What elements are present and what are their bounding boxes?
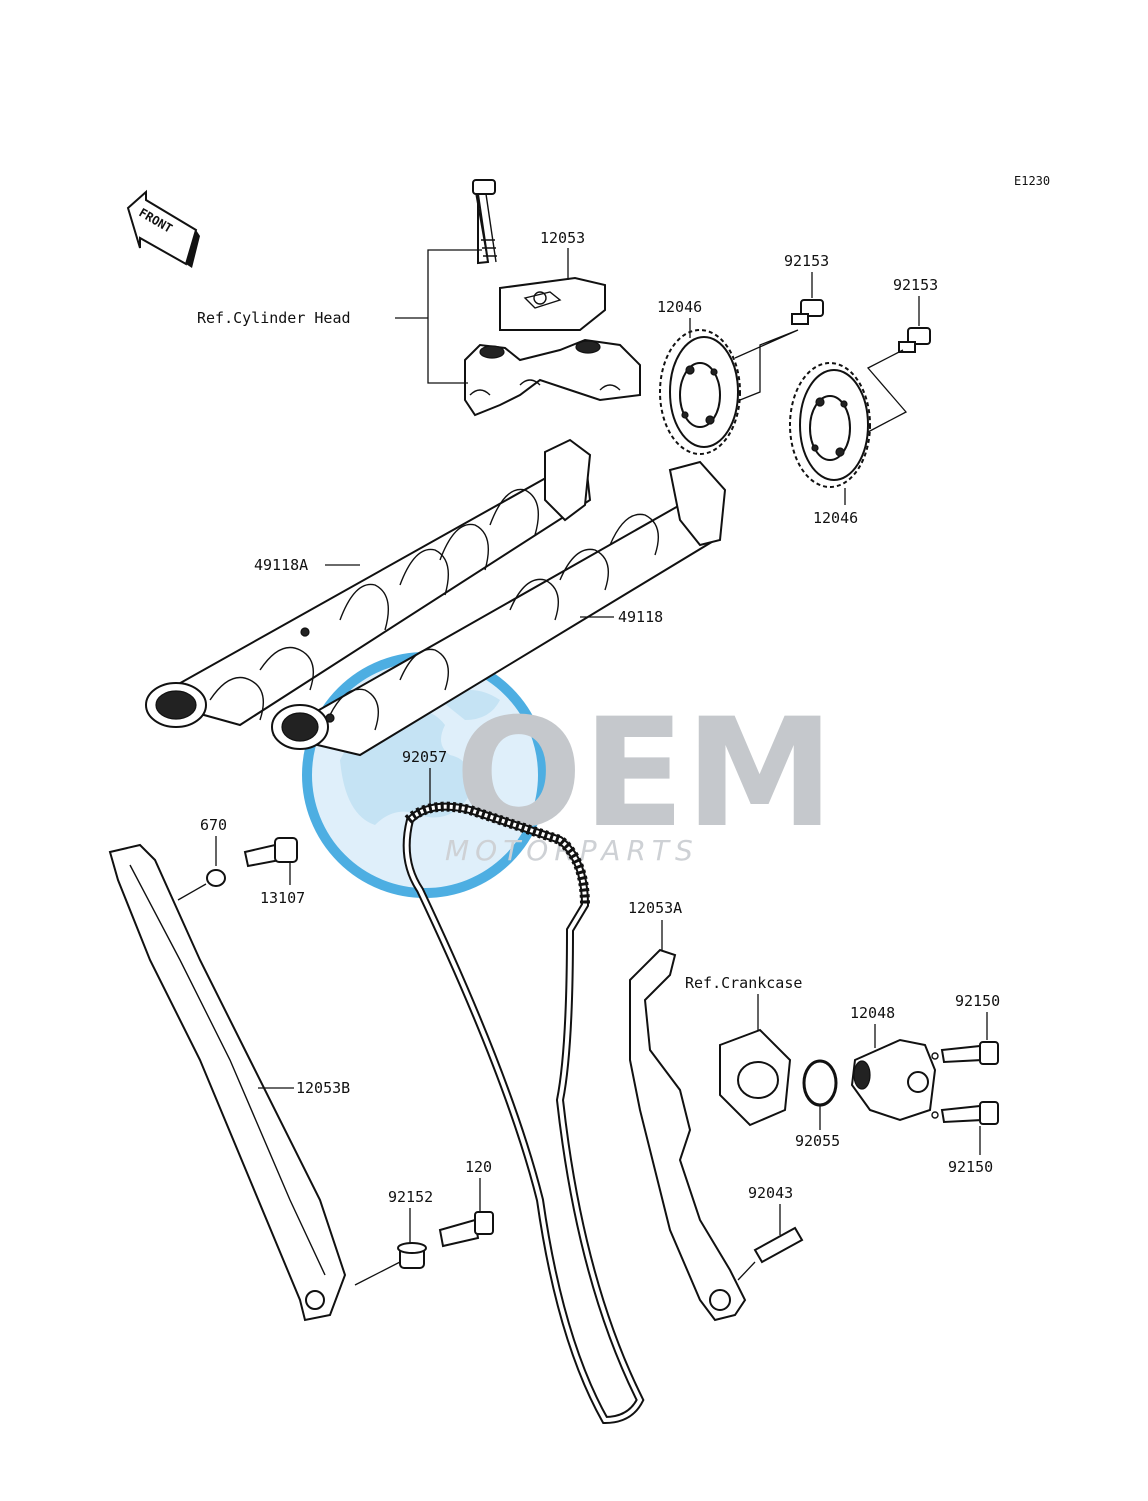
bolt-120	[438, 1211, 494, 1248]
crankcase-boss	[719, 1028, 792, 1127]
callout-92153-b: 92153	[893, 276, 938, 294]
front-arrow-icon: FRONT	[126, 189, 200, 268]
callout-92055: 92055	[795, 1132, 840, 1150]
pin-92043	[753, 1226, 804, 1264]
callout-12053: 12053	[540, 229, 585, 247]
ref-cylinder-head: Ref.Cylinder Head	[197, 309, 351, 327]
callout-92150-bottom: 92150	[948, 1158, 993, 1176]
callout-12046-bottom: 12046	[813, 509, 858, 527]
watermark-main-text: OEM	[455, 687, 834, 861]
callout-12053A: 12053A	[628, 899, 682, 917]
callout-92057: 92057	[402, 748, 447, 766]
camshaft-holder	[464, 338, 641, 417]
callout-92153-a: 92153	[784, 252, 829, 270]
sprocket-bolt-b	[898, 327, 931, 353]
callout-120: 120	[465, 1158, 492, 1176]
bracket-92153-b	[866, 349, 908, 433]
o-ring-670	[206, 869, 226, 887]
collar-92152	[397, 1242, 427, 1269]
diagram-code: E1230	[1014, 174, 1050, 188]
chain-tensioner-12048	[850, 1038, 937, 1122]
callout-670: 670	[200, 816, 227, 834]
callout-92043: 92043	[748, 1184, 793, 1202]
bracket-92153-a	[734, 329, 799, 401]
tensioner-guide-12053A	[629, 948, 747, 1322]
callout-49118A: 49118A	[254, 556, 308, 574]
callout-49118: 49118	[618, 608, 663, 626]
camshaft-cap-12053	[499, 276, 606, 331]
chain-guide-12053B	[108, 843, 347, 1322]
tensioner-bolt-bottom	[940, 1101, 999, 1125]
callout-92152: 92152	[388, 1188, 433, 1206]
camshaft-49118	[271, 460, 727, 757]
cam-chain-92057	[402, 801, 645, 1425]
cam-sprocket-lower	[789, 362, 871, 488]
cylinder-head-bracket	[395, 249, 482, 384]
cam-sprocket-upper	[659, 329, 741, 455]
gasket-92055	[802, 1059, 838, 1107]
callout-12048: 12048	[850, 1004, 895, 1022]
callout-12046-top: 12046	[657, 298, 702, 316]
ref-crankcase: Ref.Crankcase	[685, 974, 802, 992]
callout-12053B: 12053B	[296, 1079, 350, 1097]
callout-13107: 13107	[260, 889, 305, 907]
tensioner-bolt-top	[940, 1041, 999, 1065]
sprocket-bolt-a	[791, 299, 824, 325]
cylinder-head-bolt	[472, 179, 497, 265]
callout-92150-top: 92150	[955, 992, 1000, 1010]
camshaft-49118A	[145, 438, 592, 728]
guide-pin-13107	[243, 837, 298, 868]
